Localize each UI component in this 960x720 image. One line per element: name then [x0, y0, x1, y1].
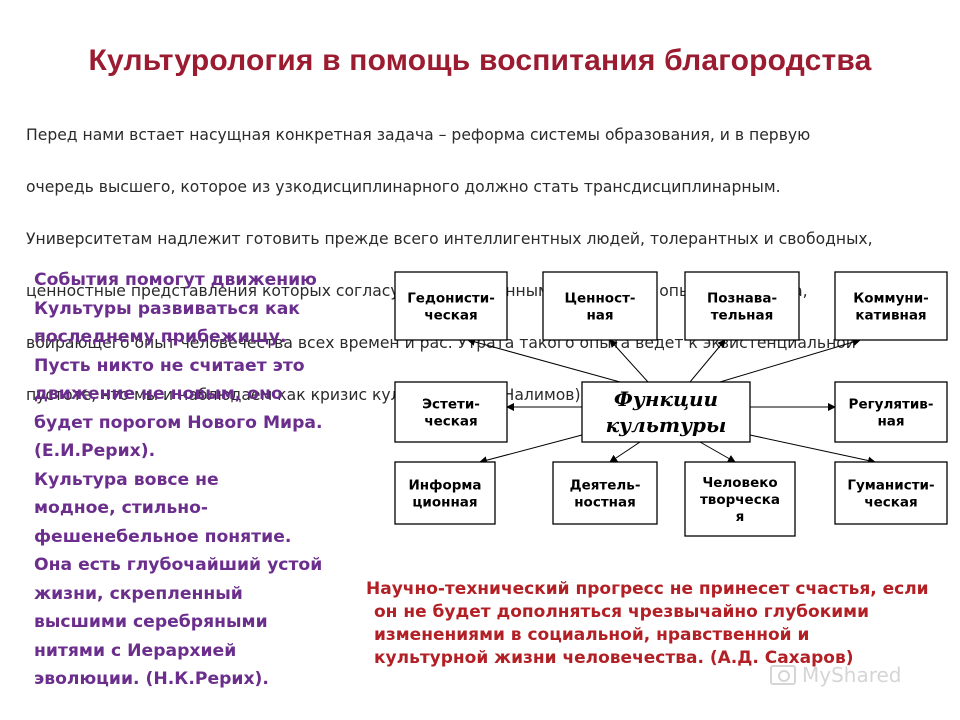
- intro-line: Университетам надлежит готовить прежде в…: [26, 230, 873, 248]
- watermark-text: MyShared: [802, 663, 902, 687]
- function-node-value: Ценност-ная: [542, 271, 658, 341]
- function-node-label: Ценност-: [564, 291, 635, 307]
- function-node-label: Деятель-: [570, 478, 641, 494]
- function-node-frame: [542, 271, 658, 341]
- arrow-to-cognitive: [689, 339, 726, 383]
- function-node-aesthetic: Эстети-ческая: [394, 381, 508, 443]
- function-node-communicative: Коммуни-кативная: [834, 271, 948, 341]
- function-node-label: ческая: [864, 495, 917, 511]
- function-node-label: ческая: [424, 308, 477, 324]
- quote-line: он не будет дополняться чрезвычайно глуб…: [374, 602, 869, 622]
- watermark: MyShared: [770, 660, 940, 690]
- intro-line: очередь высшего, которое из узкодисципли…: [26, 178, 781, 196]
- arrows-layer: [467, 338, 876, 465]
- function-node-hedonistic: Гедонисти-ческая: [394, 271, 508, 341]
- arrow-to-humanistic: [749, 434, 876, 465]
- function-node-label: ная: [877, 414, 904, 430]
- function-node-frame: [834, 381, 948, 443]
- function-node-label: я: [736, 509, 745, 525]
- function-node-label: Гуманисти-: [847, 478, 934, 494]
- function-node-label: Информа: [408, 478, 481, 494]
- function-node-frame: [394, 461, 496, 525]
- function-node-label: Регулятив-: [849, 397, 934, 413]
- function-node-label: Эстети-: [422, 397, 480, 413]
- function-node-frame: [684, 271, 800, 341]
- quote-line: культурной жизни человечества. (А.Д. Сах…: [374, 648, 854, 668]
- function-node-cognitive: Познава-тельная: [684, 271, 800, 341]
- arrow-to-value: [609, 339, 649, 383]
- arrow-to-activity: [609, 441, 641, 463]
- roerich-quote: События помогут движению Культуры развив…: [34, 270, 323, 689]
- function-node-frame: [834, 461, 948, 525]
- function-node-frame: [394, 381, 508, 443]
- function-node-label: ционная: [412, 495, 477, 511]
- center-label-line: Функции: [614, 387, 718, 411]
- function-node-regulative: Регулятив-ная: [834, 381, 948, 443]
- center-box-frame: [581, 381, 751, 443]
- sakharov-quote: Научно-технический прогресс не принесет …: [366, 578, 946, 670]
- arrow-to-informational: [479, 434, 583, 465]
- function-node-frame: [834, 271, 948, 341]
- function-node-label: тельная: [711, 308, 774, 324]
- center-box: Функции культуры: [581, 381, 751, 443]
- page-title: Культурология в помощь воспитания благор…: [88, 44, 872, 77]
- quote-line: Научно-технический прогресс не принесет …: [366, 579, 929, 599]
- intro-line: Перед нами встает насущная конкретная за…: [26, 126, 811, 144]
- intro-paragraph: Перед нами встает насущная конкретная за…: [26, 96, 936, 434]
- function-node-humanistic: Гуманисти-ческая: [834, 461, 948, 525]
- function-node-label: Коммуни-: [853, 291, 929, 307]
- function-node-label: Познава-: [707, 291, 777, 307]
- arrow-to-hedonistic: [467, 338, 621, 383]
- camera-icon: [770, 665, 796, 685]
- arrow-to-communicative: [719, 338, 861, 383]
- arrow-to-human-creative: [699, 441, 736, 463]
- function-node-frame: [394, 271, 508, 341]
- function-node-activity: Деятель-ностная: [552, 461, 658, 525]
- center-label-line: культуры: [606, 413, 727, 437]
- function-node-frame: [552, 461, 658, 525]
- function-node-label: Гедонисти-: [407, 291, 495, 307]
- function-node-label: ная: [586, 308, 613, 324]
- function-node-label: ческая: [424, 414, 477, 430]
- quote-line: изменениями в социальной, нравственной и: [374, 625, 810, 645]
- function-node-label: кативная: [855, 308, 926, 324]
- function-node-label: Человеко: [702, 475, 777, 491]
- function-node-label: ностная: [574, 495, 636, 511]
- function-node-label: творческа: [700, 492, 780, 508]
- function-node-frame: [684, 461, 796, 537]
- nodes-layer: Гедонисти-ческая Ценност-ная Познава-тельн…: [394, 271, 948, 537]
